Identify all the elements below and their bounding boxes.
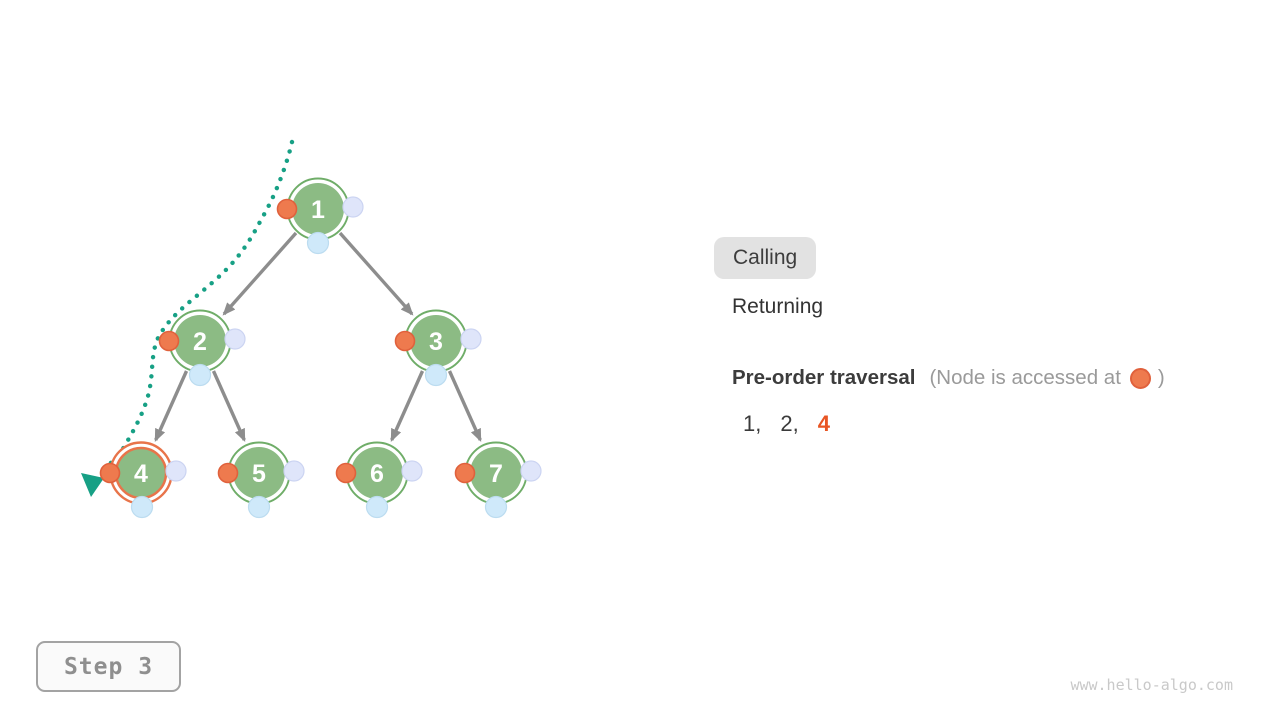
bottom-dot-icon — [247, 495, 271, 519]
tree-node-2: 2 — [158, 309, 246, 387]
node-value: 7 — [489, 460, 503, 488]
node-value: 6 — [370, 460, 384, 488]
node-value: 5 — [252, 460, 266, 488]
return-dot-icon — [520, 460, 542, 482]
edge-2-5 — [211, 370, 246, 442]
tree-node-1: 1 — [276, 177, 364, 255]
tree-node-5: 5 — [217, 441, 305, 519]
legend-returning-label[interactable]: Returning — [732, 295, 824, 318]
edge-3-6 — [390, 370, 425, 442]
return-dot-icon — [460, 328, 482, 350]
node-value: 3 — [429, 328, 443, 356]
return-dot-icon — [165, 460, 187, 482]
node-value: 2 — [193, 328, 207, 356]
access-dot-icon — [99, 462, 121, 484]
traversal-title: Pre-order traversal — [732, 366, 916, 389]
node-circle — [351, 447, 403, 499]
traversal-trail — [102, 139, 295, 471]
traversal-note-suffix: ) — [1157, 366, 1165, 389]
traversal-note-prefix: (Node is accessed at — [929, 366, 1121, 389]
legend-calling-badge[interactable]: Calling — [714, 237, 817, 279]
access-dot-icon — [394, 330, 416, 352]
edge-3-7 — [447, 370, 482, 442]
bottom-dot-icon — [188, 363, 212, 387]
node-value: 4 — [134, 460, 148, 488]
binary-tree-canvas: 1 2 3 4 — [81, 139, 542, 519]
sequence-item: 1 — [743, 411, 756, 436]
node-value: 1 — [311, 196, 325, 224]
node-circle — [470, 447, 522, 499]
access-dot-icon — [217, 462, 239, 484]
node-circle — [174, 315, 226, 367]
traversal-cursor-icon — [81, 473, 104, 497]
node-circle — [233, 447, 285, 499]
access-dot-icon — [276, 198, 298, 220]
watermark: www.hello-algo.com — [1070, 676, 1233, 694]
sequence-separator: , — [755, 411, 762, 436]
return-dot-icon — [283, 460, 305, 482]
tree-node-7: 7 — [454, 441, 542, 519]
sequence-item-current: 4 — [817, 411, 830, 436]
step-indicator: Step 3 — [36, 641, 181, 692]
bottom-dot-icon — [424, 363, 448, 387]
edge-2-4 — [154, 370, 189, 442]
traversal-sequence: 1 , 2 , 4 — [743, 411, 830, 437]
tree-node-4-current: 4 — [99, 441, 187, 519]
return-dot-icon — [342, 196, 364, 218]
node-circle — [410, 315, 462, 367]
tree-edges — [154, 231, 482, 442]
sequence-separator: , — [792, 411, 799, 436]
bottom-dot-icon — [306, 231, 330, 255]
sequence-item: 2 — [780, 411, 793, 436]
return-dot-icon — [224, 328, 246, 350]
traversal-note: (Node is accessed at ) — [929, 366, 1164, 390]
access-dot-icon — [454, 462, 476, 484]
return-dot-icon — [401, 460, 423, 482]
bottom-dot-icon — [365, 495, 389, 519]
access-marker-icon — [1129, 367, 1151, 389]
access-dot-icon — [335, 462, 357, 484]
bottom-dot-icon — [484, 495, 508, 519]
node-circle — [292, 183, 344, 235]
edge-1-2 — [222, 231, 298, 316]
edge-1-3 — [338, 231, 414, 316]
tree-node-3: 3 — [394, 309, 482, 387]
traversal-header: Pre-order traversal (Node is accessed at… — [732, 366, 1165, 390]
bottom-dot-icon — [130, 495, 154, 519]
access-dot-icon — [158, 330, 180, 352]
tree-node-6: 6 — [335, 441, 423, 519]
